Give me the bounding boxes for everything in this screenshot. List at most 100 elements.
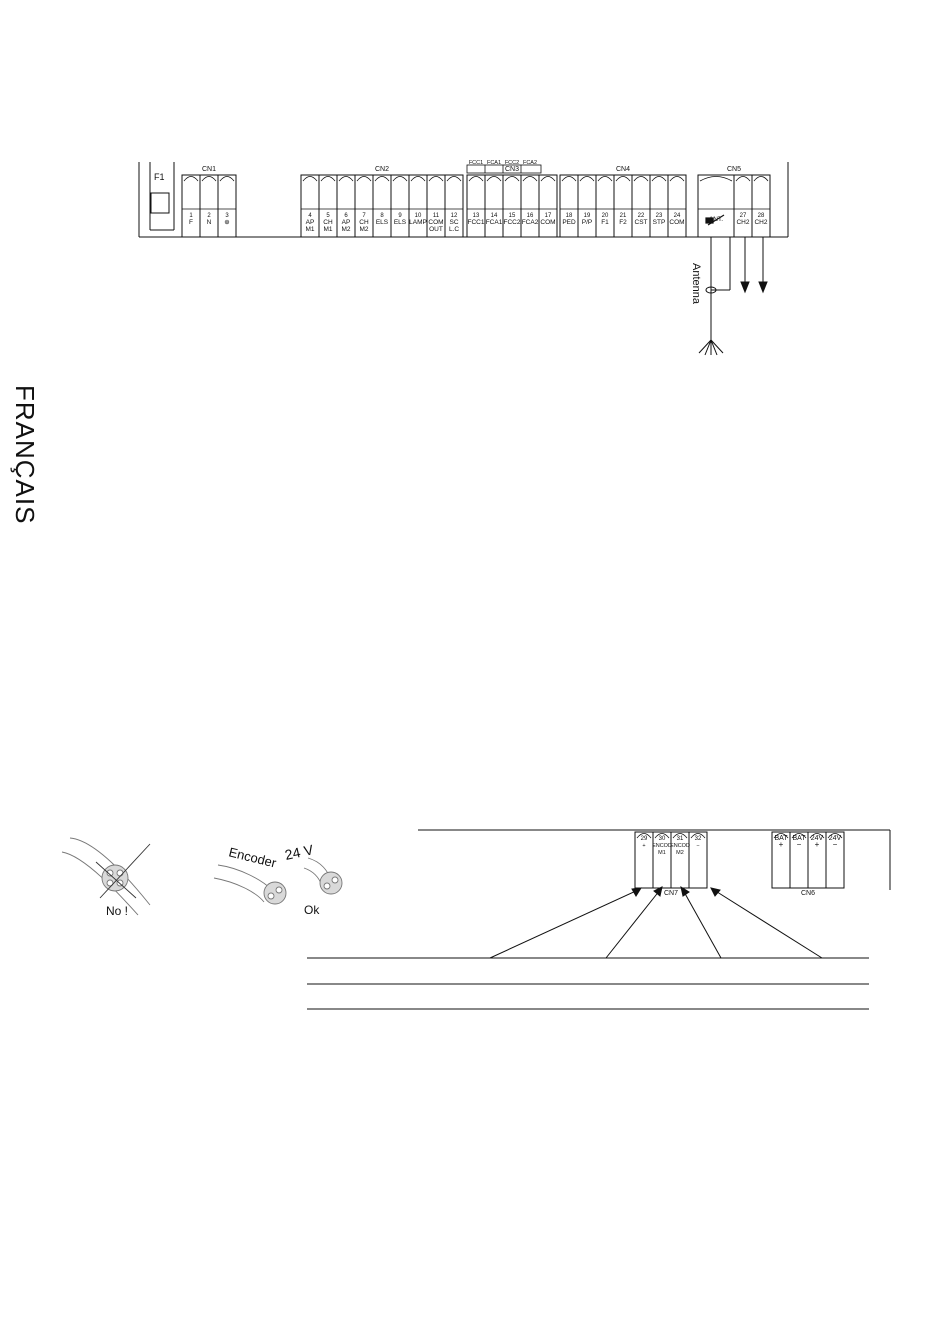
terminal-screw (374, 176, 390, 182)
terminal-body (181, 174, 201, 238)
terminal-screw (219, 176, 235, 182)
terminal-body (559, 174, 579, 238)
terminal-screw (338, 176, 354, 182)
terminal-19: 19P/P (577, 174, 597, 238)
terminal-number: 11 (433, 213, 440, 219)
connector-name: CN3 (505, 166, 519, 173)
terminal-label: OUT (429, 226, 443, 233)
terminal-number: 15 (509, 213, 516, 219)
terminal-screw (633, 176, 649, 182)
terminal-screw (735, 176, 751, 182)
ch2-output-arrows (740, 237, 768, 294)
terminal-screw (356, 176, 372, 182)
terminal-number: 9 (398, 213, 402, 219)
terminal-screw (320, 176, 336, 182)
terminal-screw (522, 176, 538, 182)
terminal-screw (392, 176, 408, 182)
cn3-jumper-label: FCA1 (487, 160, 501, 166)
cable-24v-icon (303, 857, 343, 895)
terminal-number: 27 (740, 213, 747, 219)
terminal-screw (486, 176, 502, 182)
terminal-label: − (696, 843, 699, 849)
terminal-number: BAT (774, 835, 788, 842)
terminal-screw (699, 176, 733, 182)
terminal-number: 17 (545, 213, 552, 219)
terminal-body (631, 174, 651, 238)
connector-name: CN5 (727, 166, 741, 173)
terminal-number: 28 (758, 213, 765, 219)
terminal-number: 3 (225, 213, 229, 219)
terminal-ant-: ANT. (697, 174, 735, 238)
terminal-number: 13 (473, 213, 480, 219)
terminal-screw (791, 833, 807, 839)
terminal-screw (809, 833, 825, 839)
top-terminal-blocks: 1F2N3⊕CN14APM15CHM16APM27CHM28ELS9ELS10L… (181, 166, 771, 238)
terminal-label: M2 (341, 226, 350, 233)
terminal-label: − (797, 840, 802, 849)
terminal-screw (468, 176, 484, 182)
terminal-number: 24V (811, 835, 824, 842)
terminal-number: 10 (415, 213, 422, 219)
terminal-screw (183, 176, 199, 182)
terminal-screw (636, 833, 652, 839)
encoder-label: Encoder (227, 844, 278, 870)
connector-cn2: 4APM15CHM16APM27CHM28ELS9ELS10LAMP11COMO… (300, 166, 464, 238)
terminal-body (520, 174, 540, 238)
terminal-label: CH (359, 219, 369, 226)
cable-ok-label: Ok (304, 903, 320, 917)
terminal-body (577, 174, 597, 238)
fuse-holder (149, 162, 175, 231)
terminal-body (667, 174, 687, 238)
terminal-screw (654, 833, 670, 839)
terminal-label: COM (428, 219, 443, 226)
terminal-screw (597, 176, 613, 182)
fuse-label: F1 (154, 172, 165, 182)
terminal-label: COM (669, 219, 684, 226)
terminal-number: 29 (641, 836, 648, 842)
cn3-jumper-strip (466, 164, 542, 174)
connector-name: CN1 (202, 166, 216, 173)
terminal-screw (690, 833, 706, 839)
terminal-label: + (815, 840, 820, 849)
terminal-number: 32 (695, 836, 702, 842)
terminal-bat: BAT− (789, 831, 809, 889)
terminal-label: CST (635, 219, 648, 226)
terminal-number: 1 (189, 213, 193, 219)
antenna-cable (698, 237, 731, 356)
cable-no-icon (61, 837, 151, 916)
terminal-label: CH (323, 219, 333, 226)
terminal-screw (410, 176, 426, 182)
terminal-number: 4 (308, 213, 312, 219)
terminal-number: 16 (527, 213, 534, 219)
terminal-label: − (833, 840, 838, 849)
language-side-label: FRANÇAIS (10, 385, 40, 525)
terminal-body (751, 174, 771, 238)
terminal-label: ELS (376, 219, 389, 226)
terminal-label: ENCOD (670, 843, 690, 849)
terminal-body (444, 174, 464, 238)
terminal-body (613, 174, 633, 238)
terminal-body (595, 174, 615, 238)
terminal-screw (446, 176, 462, 182)
cable-encoder-icon (213, 864, 287, 905)
terminal-label: LAMP (409, 219, 427, 226)
antenna-symbol (705, 214, 725, 226)
terminal-bat: BAT+ (771, 831, 791, 889)
terminal-body (199, 174, 219, 238)
terminal-number: 20 (602, 213, 609, 219)
